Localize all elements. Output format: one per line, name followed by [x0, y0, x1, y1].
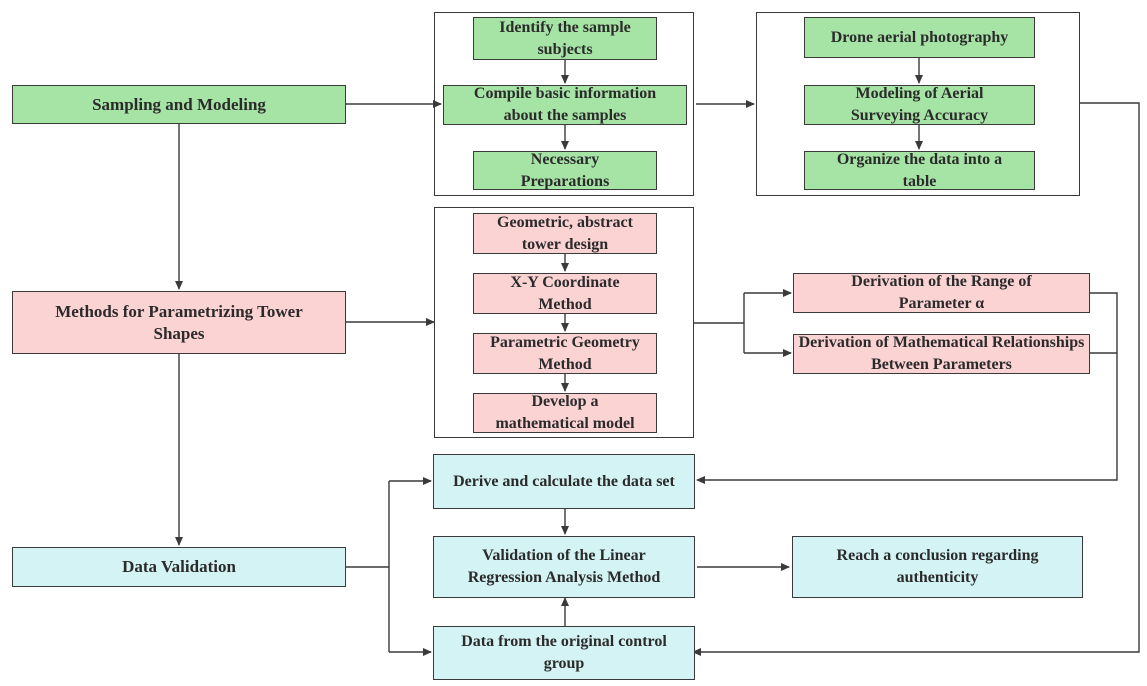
node-develop-model: Develop a mathematical model	[473, 393, 657, 433]
node-parametric-geometry: Parametric Geometry Method	[473, 333, 657, 374]
node-identify-subjects: Identify the sample subjects	[473, 17, 657, 60]
node-derive-data-set: Derive and calculate the data set	[433, 454, 695, 509]
node-organize-table: Organize the data into a table	[804, 151, 1035, 190]
arrow-validation-to-derive	[388, 481, 431, 652]
group-sample-preparation	[434, 12, 694, 196]
node-xy-coordinate: X-Y Coordinate Method	[473, 273, 657, 314]
arrow-group2-to-original	[692, 102, 1140, 656]
arrow-to-range-alpha	[743, 293, 791, 353]
group-aerial-surveying	[756, 12, 1080, 196]
node-geometric-design: Geometric, abstract tower design	[473, 213, 657, 254]
node-conclusion-authenticity: Reach a conclusion regarding authenticit…	[792, 536, 1083, 598]
node-necessary-preparations: Necessary Preparations	[473, 151, 657, 190]
node-compile-information: Compile basic information about the samp…	[443, 85, 687, 125]
node-data-validation: Data Validation	[12, 547, 346, 587]
node-range-parameter-alpha: Derivation of the Range of Parameter α	[793, 273, 1090, 313]
node-mathematical-relationships: Derivation of Mathematical Relationships…	[793, 334, 1090, 374]
node-linear-regression: Validation of the Linear Regression Anal…	[433, 536, 695, 598]
arrow-range-alpha-to-derive	[696, 292, 1118, 484]
node-sampling-and-modeling: Sampling and Modeling	[12, 85, 346, 124]
group-tower-methods	[434, 207, 694, 438]
node-modeling-accuracy: Modeling of Aerial Surveying Accuracy	[804, 85, 1035, 125]
node-original-control-group: Data from the original control group	[433, 626, 695, 680]
node-methods-parametrizing: Methods for Parametrizing Tower Shapes	[12, 291, 346, 354]
node-drone-photography: Drone aerial photography	[804, 17, 1035, 58]
